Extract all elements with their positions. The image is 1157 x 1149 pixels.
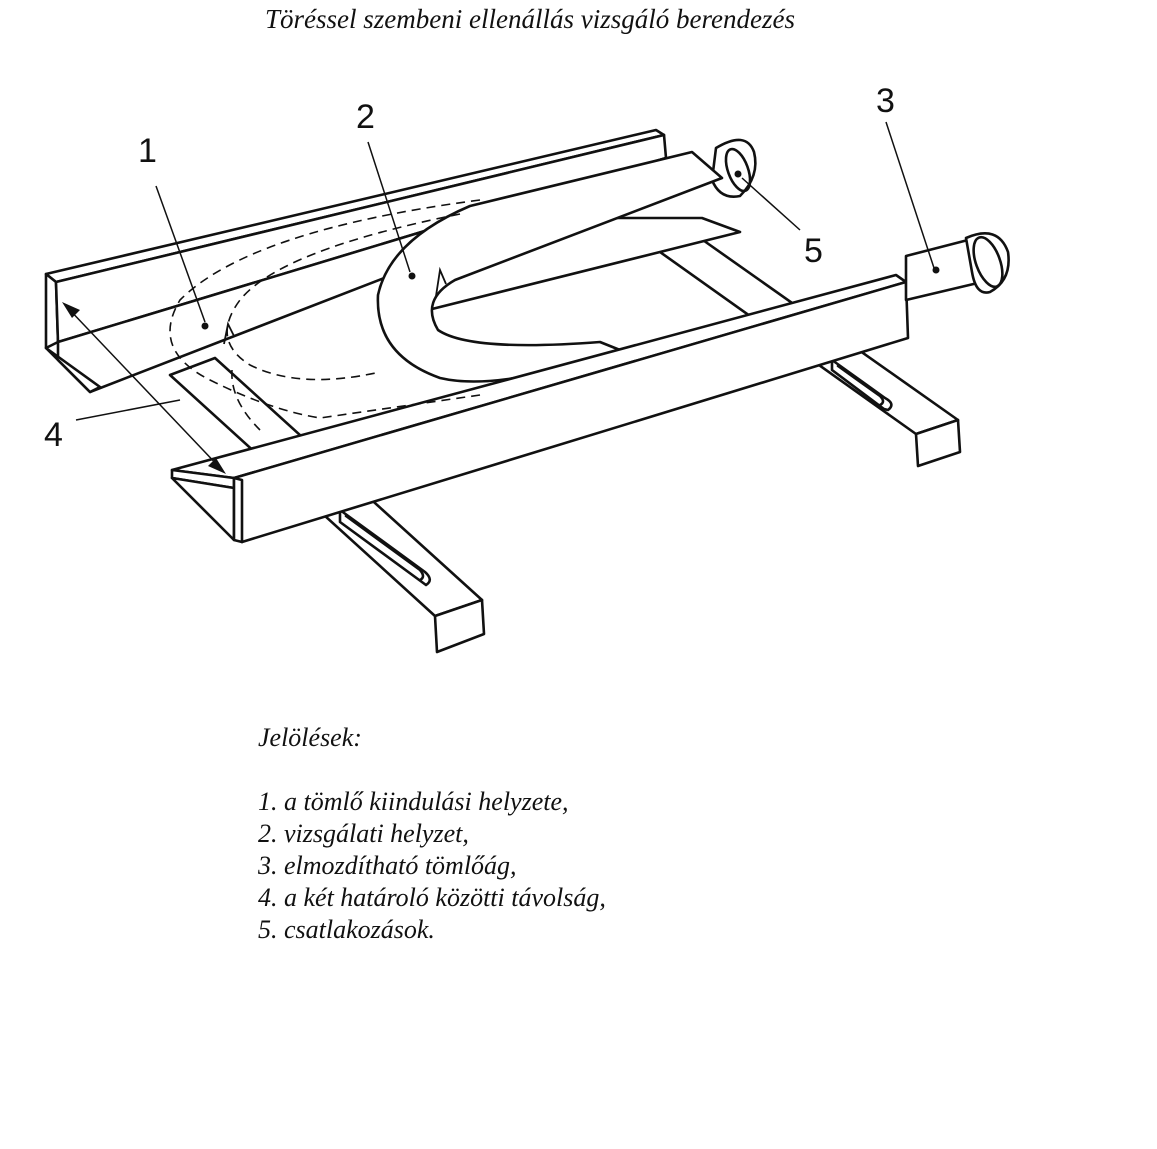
label-1: 1 [138, 132, 157, 170]
label-5: 5 [804, 232, 823, 270]
legend-item-2: 2. vizsgálati helyzet, [258, 819, 469, 848]
arrowhead-bottom [208, 458, 226, 474]
mark-initial [223, 321, 235, 345]
leader-line-5 [741, 177, 801, 231]
legend-item-3: 3. elmozdítható tömlőág, [258, 851, 517, 880]
leader-line-1 [155, 185, 206, 323]
leader-line-4 [75, 399, 181, 421]
legend: Jelölések: 1. a tömlő kiindulási helyzet… [258, 722, 606, 946]
legend-item-4: 4. a két határoló közötti távolság, [258, 883, 606, 912]
legend-list: 1. a tömlő kiindulási helyzete, 2. vizsg… [258, 786, 606, 946]
movable-hose-branch-3 [904, 232, 1010, 302]
page-title: Töréssel szembeni ellenállás vizsgáló be… [265, 4, 795, 34]
label-4: 4 [44, 416, 63, 454]
legend-header: Jelölések: [258, 723, 362, 752]
leader-line-2 [367, 141, 411, 273]
marker-dot-1 [201, 322, 209, 330]
label-2: 2 [356, 98, 375, 136]
hose-connector-5 [710, 138, 757, 198]
distance-arrow-4 [65, 305, 223, 471]
marker-dot-2 [408, 272, 416, 280]
label-3: 3 [876, 82, 895, 120]
mark-test [435, 266, 447, 297]
legend-item-5: 5. csatlakozások. [258, 915, 435, 944]
arrowhead-top [62, 302, 80, 318]
legend-item-1: 1. a tömlő kiindulási helyzete, [258, 787, 569, 816]
initial-position-dashed-outline [169, 199, 481, 431]
leader-line-3 [885, 121, 935, 269]
marker-dot-5 [734, 170, 742, 178]
marker-dot-3 [932, 266, 940, 274]
